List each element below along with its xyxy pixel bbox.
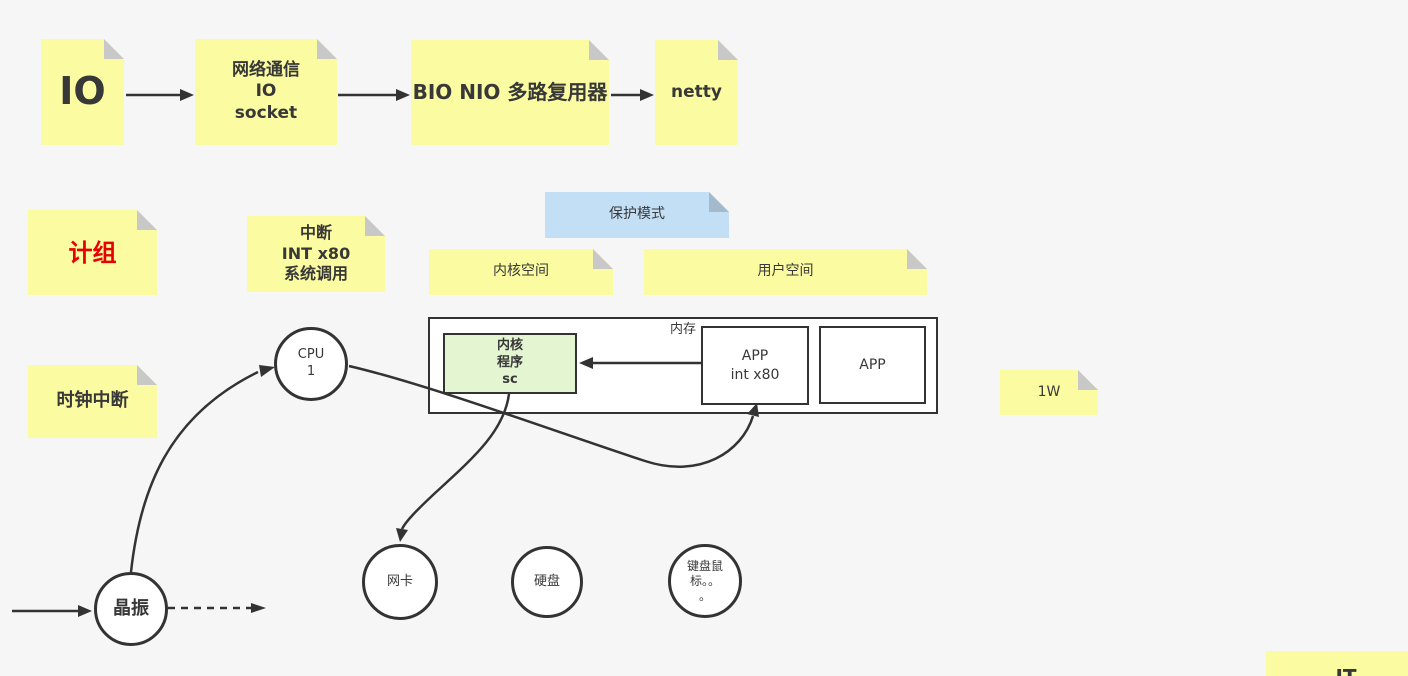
- curve-line: [129, 370, 259, 573]
- kernel-program-box[interactable]: 内核 程序 sc: [443, 333, 577, 394]
- crystal-oscillator-label: 晶振: [113, 598, 149, 620]
- fold-corner: [137, 365, 157, 385]
- fold-corner: [907, 249, 927, 269]
- sticky-interrupt-line1: 中断: [299, 222, 332, 242]
- keyboard-mouse-line1: 键盘鼠: [686, 558, 723, 573]
- sticky-bottom-right[interactable]: IT: [1266, 651, 1408, 676]
- arrowhead: [640, 89, 654, 101]
- dashed-arrow-from-crystal[interactable]: [168, 603, 266, 613]
- fold-corner: [593, 249, 613, 269]
- sticky-1w-label: 1W: [1037, 383, 1061, 400]
- cpu-circle[interactable]: CPU 1: [274, 327, 348, 401]
- sticky-interrupt-line2: INT x80: [281, 243, 351, 263]
- sticky-bio-nio[interactable]: BIO NIO 多路复用器: [411, 40, 609, 145]
- app-box[interactable]: APP: [819, 326, 926, 404]
- memory-box[interactable]: 内存 内核 程序 sc APP int x80 APP: [428, 317, 938, 414]
- arrowhead: [259, 365, 275, 377]
- fold-corner: [137, 210, 157, 230]
- arrow-into-crystal[interactable]: [12, 605, 92, 617]
- kernel-program-line2: 程序: [496, 355, 523, 371]
- sticky-protected-mode-label: 保护模式: [609, 206, 665, 223]
- curve-line: [400, 393, 511, 530]
- arrowhead: [180, 89, 194, 101]
- arrowhead: [396, 89, 410, 101]
- sticky-user-space-label: 用户空间: [757, 263, 814, 280]
- sticky-kernel-space[interactable]: 内核空间: [429, 249, 613, 295]
- fold-corner: [589, 40, 609, 60]
- sticky-kernel-space-label: 内核空间: [493, 263, 549, 280]
- curve-kernel-program-to-nic[interactable]: [396, 393, 511, 542]
- fold-corner: [317, 39, 337, 59]
- app-int-x80-line2: int x80: [730, 366, 780, 383]
- sticky-network-line2: IO: [255, 81, 277, 102]
- curve-crystal-to-cpu[interactable]: [129, 365, 275, 573]
- curve-line: [348, 364, 755, 468]
- arrowhead: [251, 603, 266, 613]
- sticky-netty[interactable]: netty: [655, 40, 738, 145]
- sticky-io-label: IO: [59, 69, 106, 114]
- nic-label: 网卡: [386, 573, 413, 589]
- sticky-clock-interrupt[interactable]: 时钟中断: [28, 365, 157, 438]
- crystal-oscillator-circle[interactable]: 晶振: [94, 572, 168, 646]
- sticky-network-io-socket[interactable]: 网络通信 IO socket: [195, 39, 337, 145]
- sticky-network-line1: 网络通信: [232, 60, 300, 81]
- arrow-io-to-network[interactable]: [126, 89, 194, 101]
- sticky-jizu-label: 计组: [68, 238, 117, 267]
- fold-corner: [1078, 370, 1098, 390]
- arrowhead: [747, 403, 759, 417]
- disk-label: 硬盘: [533, 573, 560, 589]
- sticky-interrupt-line3: 系统调用: [283, 264, 348, 284]
- sticky-io[interactable]: IO: [41, 39, 124, 145]
- arrowhead: [78, 605, 92, 617]
- cpu-line1: CPU: [297, 347, 325, 363]
- sticky-bio-nio-label: BIO NIO 多路复用器: [412, 80, 608, 104]
- curve-cpu-to-appint[interactable]: [348, 364, 759, 468]
- sticky-protected-mode[interactable]: 保护模式: [545, 192, 729, 238]
- sticky-network-line3: socket: [234, 102, 298, 123]
- nic-circle[interactable]: 网卡: [362, 544, 438, 620]
- arrow-appint-to-kernel-program[interactable]: [579, 357, 701, 369]
- kernel-program-line3: sc: [502, 371, 518, 387]
- keyboard-mouse-line3: 。: [698, 588, 711, 603]
- arrow-network-to-bio[interactable]: [338, 89, 410, 101]
- app-int-x80-line1: APP: [741, 347, 769, 364]
- arrowhead: [579, 357, 593, 369]
- fold-corner: [718, 40, 738, 60]
- disk-circle[interactable]: 硬盘: [511, 546, 583, 618]
- sticky-bottom-right-label: IT: [1335, 665, 1356, 676]
- memory-label: 内存: [670, 322, 697, 337]
- sticky-clock-interrupt-label: 时钟中断: [56, 390, 129, 412]
- keyboard-mouse-line2: 标。。: [689, 573, 720, 588]
- app-int-x80-box[interactable]: APP int x80: [701, 326, 809, 405]
- sticky-netty-label: netty: [671, 81, 722, 102]
- arrowhead: [396, 528, 408, 542]
- fold-corner: [709, 192, 729, 212]
- arrow-bio-to-netty[interactable]: [611, 89, 654, 101]
- app-box-label: APP: [859, 356, 886, 373]
- keyboard-mouse-circle[interactable]: 键盘鼠 标。。 。: [668, 544, 742, 618]
- fold-corner: [104, 39, 124, 59]
- fold-corner: [365, 216, 385, 236]
- kernel-program-line1: 内核: [496, 338, 523, 354]
- sticky-interrupt[interactable]: 中断 INT x80 系统调用: [247, 216, 385, 292]
- cpu-line2: 1: [306, 364, 316, 379]
- sticky-jizu[interactable]: 计组: [28, 210, 157, 295]
- sticky-1w[interactable]: 1W: [1000, 370, 1098, 415]
- sticky-user-space[interactable]: 用户空间: [644, 249, 927, 295]
